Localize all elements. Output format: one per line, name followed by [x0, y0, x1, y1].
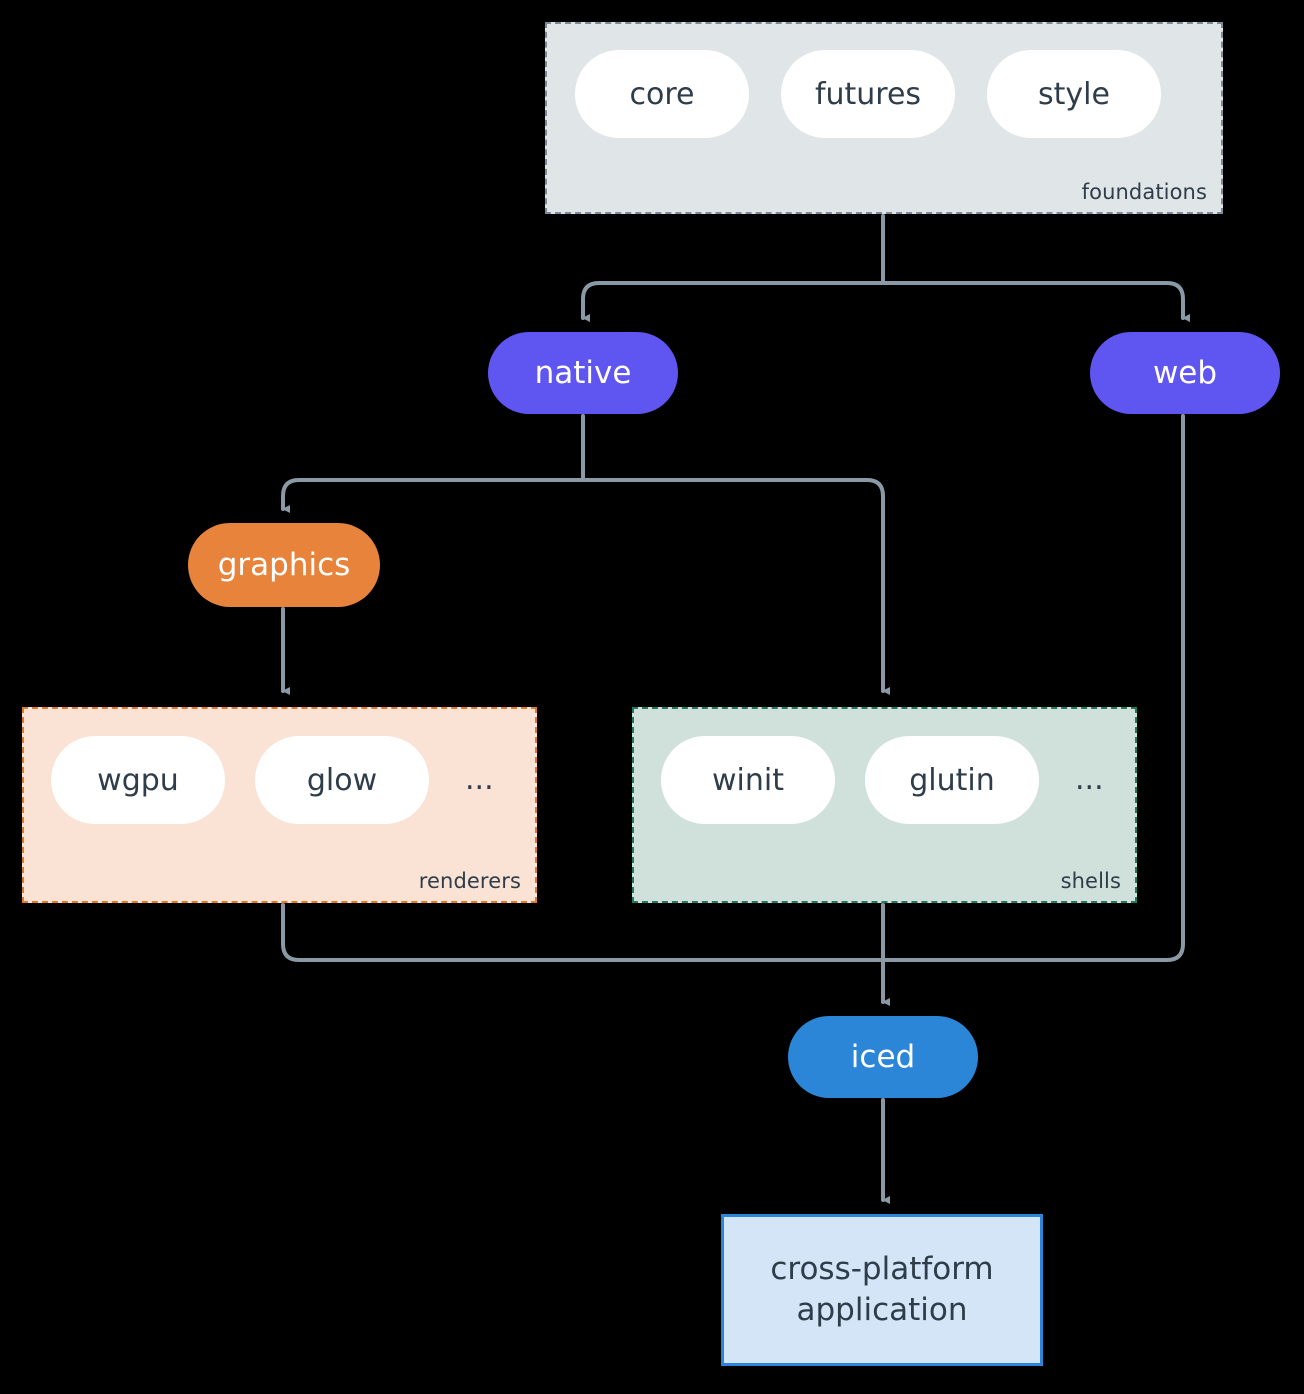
- renderers-overflow-ellipsis: ...: [465, 762, 494, 797]
- cluster-shells: winit glutin ... shells: [632, 707, 1137, 903]
- cluster-foundations-items: core futures style: [547, 50, 1221, 138]
- cluster-shells-items: winit glutin ...: [634, 736, 1135, 824]
- pill-futures[interactable]: futures: [781, 50, 955, 138]
- pill-wgpu[interactable]: wgpu: [51, 736, 225, 824]
- cluster-renderers: wgpu glow ... renderers: [22, 707, 537, 903]
- edge-foundations-to-web: [881, 281, 1190, 322]
- cluster-renderers-items: wgpu glow ...: [24, 736, 535, 824]
- node-cross-platform-application[interactable]: cross-platform application: [721, 1214, 1043, 1366]
- cluster-foundations-label: foundations: [1081, 180, 1207, 204]
- pill-core[interactable]: core: [575, 50, 749, 138]
- shells-overflow-ellipsis: ...: [1075, 762, 1104, 797]
- pill-glow[interactable]: glow: [255, 736, 429, 824]
- edge-native-to-shells: [581, 478, 890, 695]
- node-native[interactable]: native: [488, 332, 678, 414]
- node-web[interactable]: web: [1090, 332, 1280, 414]
- pill-winit[interactable]: winit: [661, 736, 835, 824]
- application-label-line2: application: [796, 1292, 968, 1328]
- edge-native-to-graphics: [281, 478, 585, 513]
- pill-glutin[interactable]: glutin: [865, 736, 1039, 824]
- application-label-line1: cross-platform: [770, 1251, 994, 1288]
- pill-style[interactable]: style: [987, 50, 1161, 138]
- edge-foundations-to-native: [581, 281, 885, 322]
- cluster-renderers-label: renderers: [418, 869, 521, 893]
- cluster-foundations: core futures style foundations: [545, 22, 1223, 214]
- node-graphics[interactable]: graphics: [188, 523, 380, 607]
- node-iced[interactable]: iced: [788, 1016, 978, 1098]
- edge-renderers-to-iced: [281, 903, 885, 962]
- cluster-shells-label: shells: [1060, 869, 1121, 893]
